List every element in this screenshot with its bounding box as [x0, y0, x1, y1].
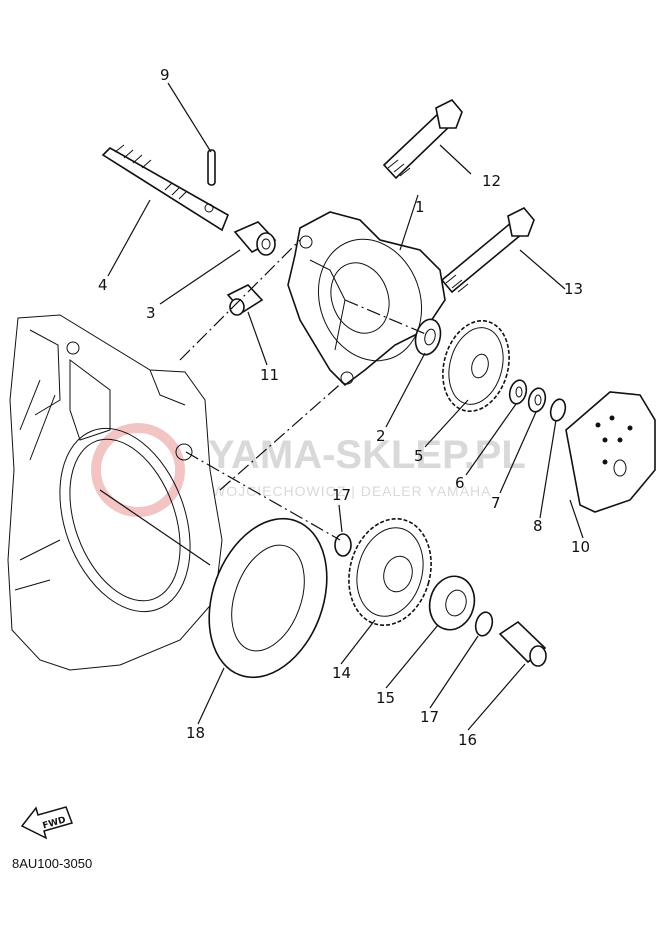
part-7-washer: [527, 387, 547, 413]
watermark-logo: [91, 423, 185, 517]
crankcase: [7, 314, 223, 671]
part-17-washer-lower: [474, 611, 494, 637]
part-18-seal-ring: [208, 517, 328, 679]
part-3-bushing: [233, 221, 277, 256]
callout-5: 5: [414, 447, 424, 465]
callout-16: 16: [458, 731, 477, 749]
callout-4: 4: [98, 276, 108, 294]
callout-18: 18: [186, 724, 205, 742]
callout-1: 1: [415, 198, 425, 216]
part-4-worm-shaft: [101, 144, 230, 232]
fwd-arrow-icon: FWD: [20, 806, 73, 840]
part-2-seal: [414, 318, 442, 356]
part-1-housing: [287, 211, 446, 387]
callout-8: 8: [533, 517, 543, 535]
callout-2: 2: [376, 427, 386, 445]
part-17-circlip-upper: [334, 533, 352, 557]
part-15-bearing: [428, 575, 476, 631]
callout-13: 13: [564, 280, 583, 298]
callout-17-upper: 17: [332, 486, 351, 504]
watermark: YAMA-SKLEP.PL WOJCIECHOWICZ | DEALER YAM…: [91, 423, 526, 517]
part-12-bolt: [382, 99, 463, 180]
part-6-washer: [508, 379, 528, 405]
part-8-clip: [549, 398, 567, 422]
part-9-pin: [207, 149, 216, 186]
callout-3: 3: [146, 304, 156, 322]
watermark-subline: WOJCIECHOWICZ | DEALER YAMAHA: [212, 483, 491, 499]
diagram-code: 8AU100-3050: [12, 856, 92, 871]
callout-12: 12: [482, 172, 501, 190]
part-11-dowel: [226, 284, 264, 316]
part-16-shaft: [498, 620, 547, 667]
watermark-brand: YAMA-SKLEP.PL: [208, 433, 526, 477]
part-14-gear: [348, 518, 432, 626]
part-5-gear: [442, 320, 510, 412]
callouts: 9 1 12 13 4 3 11 2 5 6 7 8 10 17 14 15 1…: [98, 66, 590, 749]
callout-17-lower: 17: [420, 708, 439, 726]
part-10-gasket: [565, 391, 656, 513]
callout-9: 9: [160, 66, 170, 84]
callout-11: 11: [260, 366, 279, 384]
leader-lines: [107, 82, 584, 731]
assembly-lines: [99, 239, 429, 566]
callout-7: 7: [491, 494, 501, 512]
callout-6: 6: [455, 474, 465, 492]
callout-14: 14: [332, 664, 351, 682]
callout-15: 15: [376, 689, 395, 707]
part-13-bolt: [440, 207, 535, 294]
callout-10: 10: [571, 538, 590, 556]
